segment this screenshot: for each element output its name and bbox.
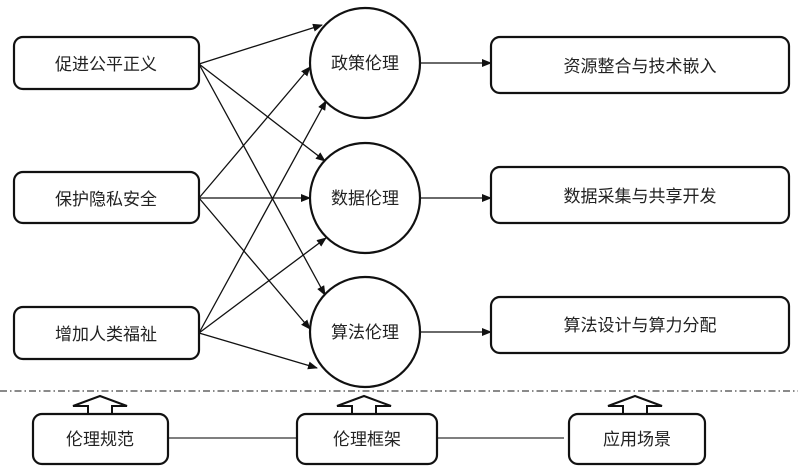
ethics-node-3: 算法伦理 bbox=[308, 275, 422, 389]
edge-arrow-p2-e1 bbox=[198, 66, 311, 199]
principle-node-3: 增加人类福祉 bbox=[12, 305, 201, 361]
ethics-label: 政策伦理 bbox=[331, 54, 399, 74]
legend-item-norms: 伦理规范 bbox=[31, 394, 170, 466]
principle-label: 促进公平正义 bbox=[55, 55, 157, 75]
principle-node-1: 促进公平正义 bbox=[12, 35, 201, 91]
application-label: 数据采集与共享开发 bbox=[564, 187, 717, 207]
ethics-node-1: 政策伦理 bbox=[308, 6, 422, 120]
legend-label: 伦理规范 bbox=[66, 430, 134, 450]
application-label: 算法设计与算力分配 bbox=[564, 316, 717, 336]
up-arrow-icon bbox=[72, 394, 128, 417]
edge-arrow-p1-e3 bbox=[198, 63, 326, 296]
application-node-2: 数据采集与共享开发 bbox=[489, 165, 791, 225]
principle-label: 增加人类福祉 bbox=[55, 325, 157, 345]
edge-arrow-p1-e2 bbox=[198, 63, 326, 162]
application-node-3: 算法设计与算力分配 bbox=[489, 295, 791, 355]
legend-item-scenarios: 应用场景 bbox=[567, 394, 707, 466]
edge-arrow-p2-e3 bbox=[198, 197, 311, 330]
application-node-1: 资源整合与技术嵌入 bbox=[489, 35, 791, 95]
edges bbox=[198, 23, 492, 370]
legend-label: 应用场景 bbox=[603, 430, 671, 450]
legend: 伦理规范 伦理框架 应用场景 bbox=[31, 394, 707, 466]
principle-node-2: 保护隐私安全 bbox=[12, 170, 201, 225]
ethics-label: 数据伦理 bbox=[331, 189, 399, 209]
legend-label: 伦理框架 bbox=[333, 430, 401, 450]
nodes: 促进公平正义 保护隐私安全 增加人类福祉 政策伦理 数据伦理 算法伦理 资源整合… bbox=[12, 6, 791, 389]
legend-item-framework: 伦理框架 bbox=[295, 394, 439, 466]
ethics-node-2: 数据伦理 bbox=[308, 141, 422, 255]
ethics-label: 算法伦理 bbox=[331, 323, 399, 343]
principle-label: 保护隐私安全 bbox=[55, 190, 157, 210]
edge-arrow-p3-e3 bbox=[198, 332, 318, 370]
edge-arrow-p3-e1 bbox=[198, 100, 327, 334]
up-arrow-icon bbox=[607, 394, 663, 417]
edge-arrow-p1-e1 bbox=[198, 23, 323, 65]
edge-arrow-p3-e2 bbox=[198, 237, 327, 334]
up-arrow-icon bbox=[336, 394, 392, 417]
application-label: 资源整合与技术嵌入 bbox=[564, 57, 717, 77]
